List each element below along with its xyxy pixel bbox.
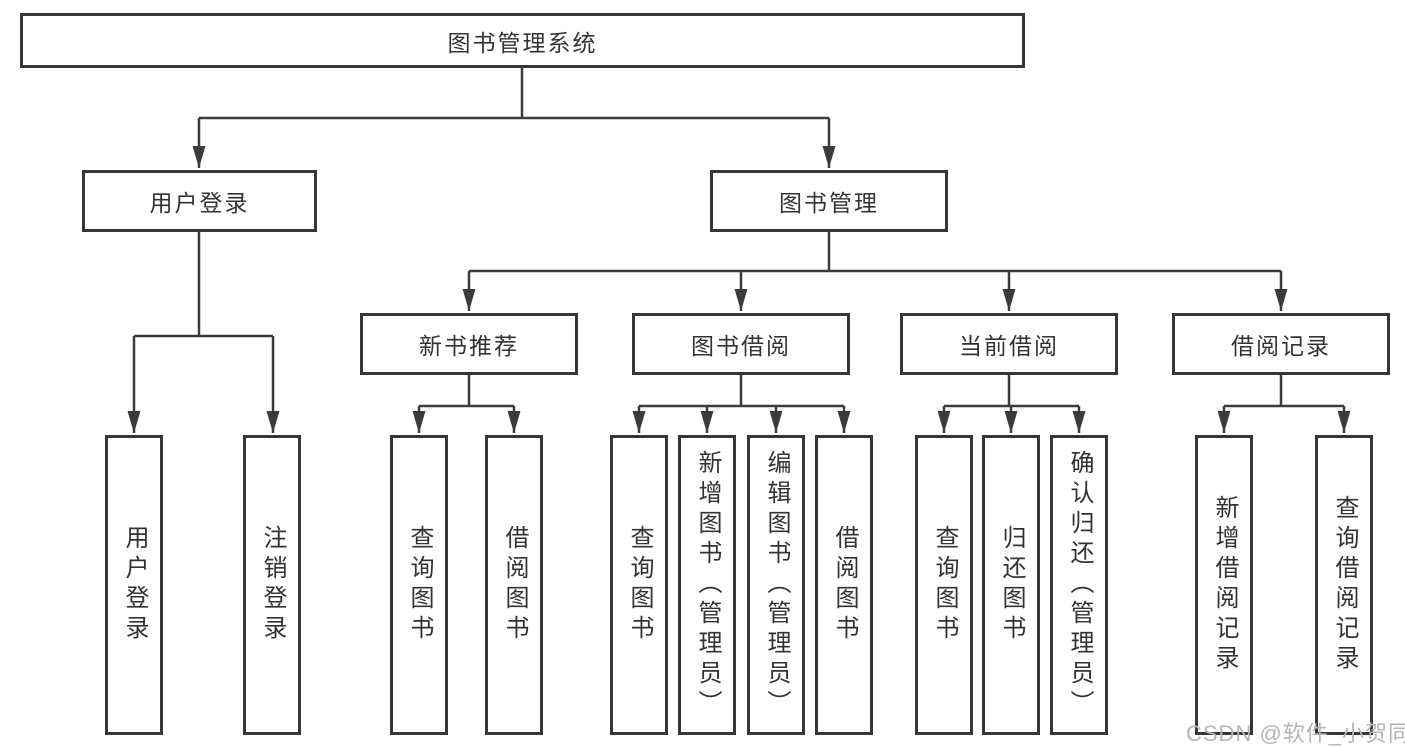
leaf-query-books-current: 查询图书 xyxy=(915,435,973,735)
leaf-query-books-borrow: 查询图书 xyxy=(610,435,668,735)
leaf-add-books-admin: 新增图书（管理员） xyxy=(678,435,736,735)
node-label: 查询图书 xyxy=(626,525,653,645)
node-label: 查询图书 xyxy=(931,525,958,645)
node-label: 借阅图书 xyxy=(831,525,858,645)
node-borrowing-records: 借阅记录 xyxy=(1172,313,1390,375)
node-label: 查询借阅记录 xyxy=(1331,495,1358,675)
node-label: 新书推荐 xyxy=(419,333,519,359)
node-label: 归还图书 xyxy=(998,525,1025,645)
node-label: 编辑图书（管理员） xyxy=(763,450,790,720)
node-book-management: 图书管理 xyxy=(710,170,948,232)
leaf-borrow-books-newrec: 借阅图书 xyxy=(485,435,543,735)
csdn-watermark: CSDN @软件_小贺同学 xyxy=(1186,721,1405,746)
node-label: 借阅图书 xyxy=(501,525,528,645)
node-label: 注销登录 xyxy=(259,525,286,645)
node-label: 用户登录 xyxy=(121,525,148,645)
node-book-borrowing: 图书借阅 xyxy=(632,313,850,375)
leaf-borrow-books-borrow: 借阅图书 xyxy=(815,435,873,735)
node-label: 当前借阅 xyxy=(959,333,1059,359)
node-label: 新增借阅记录 xyxy=(1211,495,1238,675)
node-label: 图书管理 xyxy=(779,190,879,216)
leaf-query-books-newrec: 查询图书 xyxy=(390,435,448,735)
node-label: 确认归还（管理员） xyxy=(1066,450,1093,720)
node-label: 图书借阅 xyxy=(691,333,791,359)
leaf-logout: 注销登录 xyxy=(243,435,301,735)
leaf-user-login: 用户登录 xyxy=(105,435,163,735)
leaf-add-borrow-record: 新增借阅记录 xyxy=(1195,435,1253,735)
leaf-return-books: 归还图书 xyxy=(982,435,1040,735)
node-label: 借阅记录 xyxy=(1231,333,1331,359)
node-label: 图书管理系统 xyxy=(447,29,598,56)
leaf-query-borrow-record: 查询借阅记录 xyxy=(1315,435,1373,735)
node-label: 用户登录 xyxy=(149,190,250,216)
node-new-book-recommendation: 新书推荐 xyxy=(360,313,578,375)
node-user-login: 用户登录 xyxy=(82,170,317,232)
leaf-edit-books-admin: 编辑图书（管理员） xyxy=(747,435,805,735)
node-label: 新增图书（管理员） xyxy=(694,450,721,720)
node-library-management-system: 图书管理系统 xyxy=(20,13,1025,68)
leaf-confirm-return-admin: 确认归还（管理员） xyxy=(1050,435,1108,735)
node-label: 查询图书 xyxy=(406,525,433,645)
node-current-borrowing: 当前借阅 xyxy=(900,313,1118,375)
